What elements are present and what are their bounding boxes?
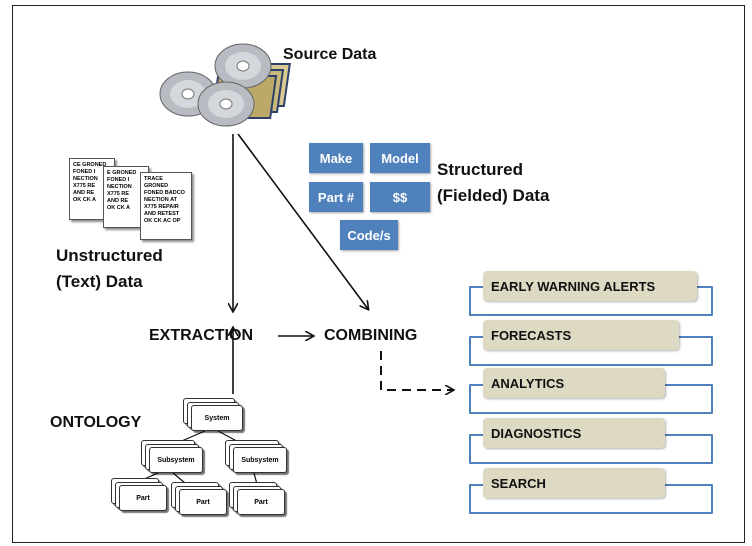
structured-label-line1: Structured [437,160,523,179]
arrow-source-to-combining [237,133,368,309]
ontology-system-text: System [191,405,243,431]
arrow-combining-to-outputs [380,351,453,390]
structured-label-line2: (Fielded) Data [437,186,550,205]
source-data-label: Source Data [283,46,377,63]
output-search: SEARCH [483,468,665,498]
field-price: $$ [370,182,430,212]
ontology-part-text-1: Part [119,485,167,511]
output-analytics: ANALYTICS [483,368,665,398]
ontology-subsystem-text-right: Subsystem [233,447,287,473]
disc-icon [159,43,291,127]
field-codes: Code/s [340,220,398,250]
ontology-label: ONTOLOGY [50,414,142,431]
extraction-label: EXTRACTION [149,327,253,344]
ontology-part-text-2: Part [179,489,227,515]
field-model: Model [370,143,430,173]
ontology-part-text-3: Part [237,489,285,515]
unstructured-label-line2: (Text) Data [56,272,143,291]
diagram-frame: Source Data Make Model Part # $$ Code/s … [12,5,745,543]
ontology-subsystem-text-left: Subsystem [149,447,203,473]
combining-label: COMBINING [324,327,418,344]
text-document-3: TRACE GRONED FONED BADCO NECTION AT X775… [140,172,192,240]
field-make: Make [309,143,363,173]
output-early-warning-alerts: EARLY WARNING ALERTS [483,271,697,301]
unstructured-label-line1: Unstructured [56,246,163,265]
output-forecasts: FORECASTS [483,320,679,350]
field-part-number: Part # [309,182,363,212]
output-diagnostics: DIAGNOSTICS [483,418,665,448]
connector-arrows [13,133,745,543]
